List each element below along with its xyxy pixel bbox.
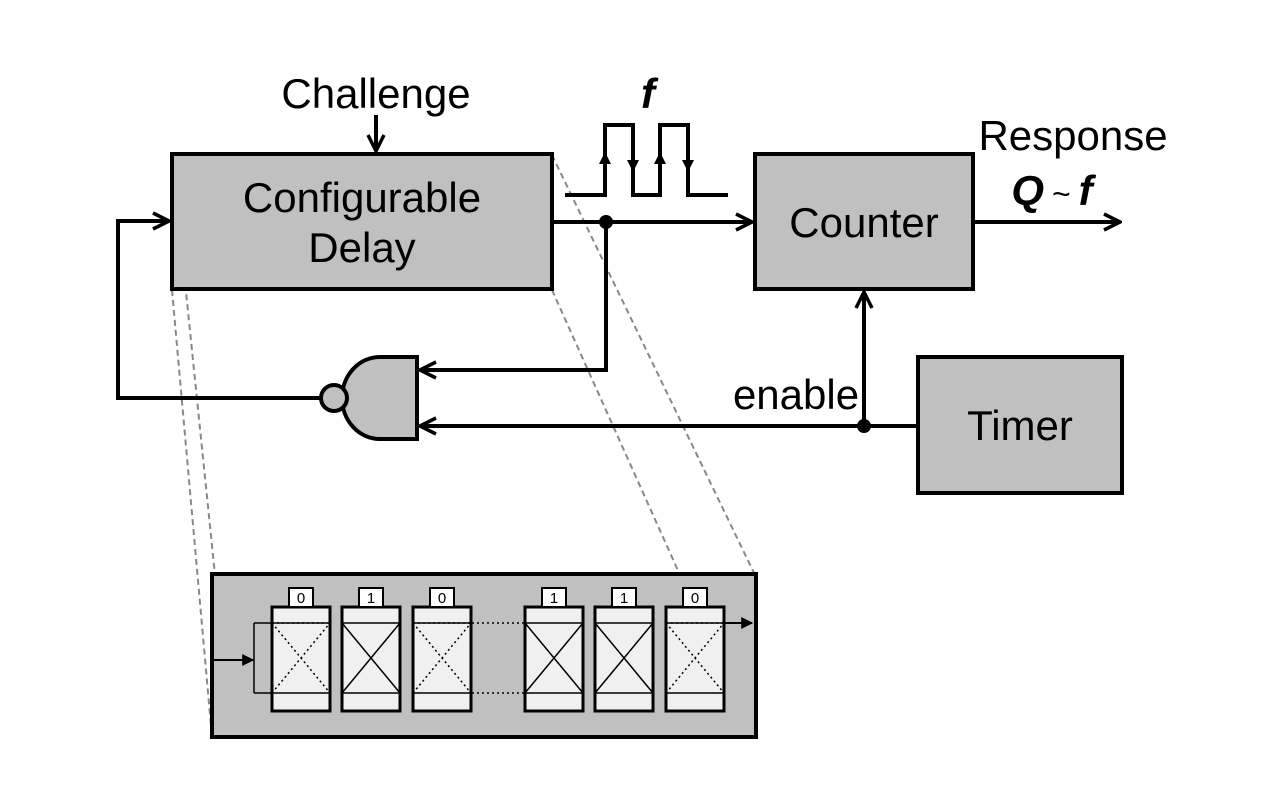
counter-label: Counter: [789, 199, 938, 246]
response-f: f: [1079, 167, 1097, 214]
cell-bit-label: 1: [620, 590, 628, 607]
cell-bit-label: 0: [438, 590, 446, 607]
response-q: Q: [1011, 167, 1044, 215]
response-label: Response: [978, 112, 1167, 159]
cell-bit-label: 1: [550, 590, 558, 607]
delay-cell: 0: [664, 587, 726, 713]
delay-cell: 1: [593, 587, 655, 713]
cell-bit-label: 1: [367, 590, 375, 607]
counter-block: Counter: [753, 152, 975, 291]
frequency-label: f: [641, 70, 659, 117]
cell-bit-label: 0: [691, 590, 699, 607]
delay-cell: 1: [523, 587, 585, 713]
response-formula: Q~f: [1011, 167, 1096, 215]
timer-label: Timer: [967, 402, 1073, 449]
waveform: [565, 123, 728, 197]
delay-cell: 0: [270, 587, 332, 713]
configurable-delay-label-line1: Configurable: [243, 174, 481, 221]
configurable-delay-label-line2: Delay: [308, 224, 415, 271]
cell-bit-label: 0: [297, 590, 305, 607]
delay-cells: 0 1 0 1 1 0: [270, 587, 726, 713]
enable-label: enable: [733, 371, 859, 418]
nand-gate: [319, 355, 419, 441]
challenge-label: Challenge: [281, 70, 470, 117]
delay-chain-detail: 0 1 0 1 1 0: [210, 572, 758, 739]
loop-back-wire: [116, 221, 321, 400]
response-tilde: ~: [1052, 176, 1071, 212]
feedback-wire: [420, 222, 608, 370]
delay-cell: 1: [340, 587, 402, 713]
configurable-delay-block: Configurable Delay: [170, 152, 554, 291]
delay-cell: 0: [411, 587, 473, 713]
timer-block: Timer: [916, 355, 1124, 495]
